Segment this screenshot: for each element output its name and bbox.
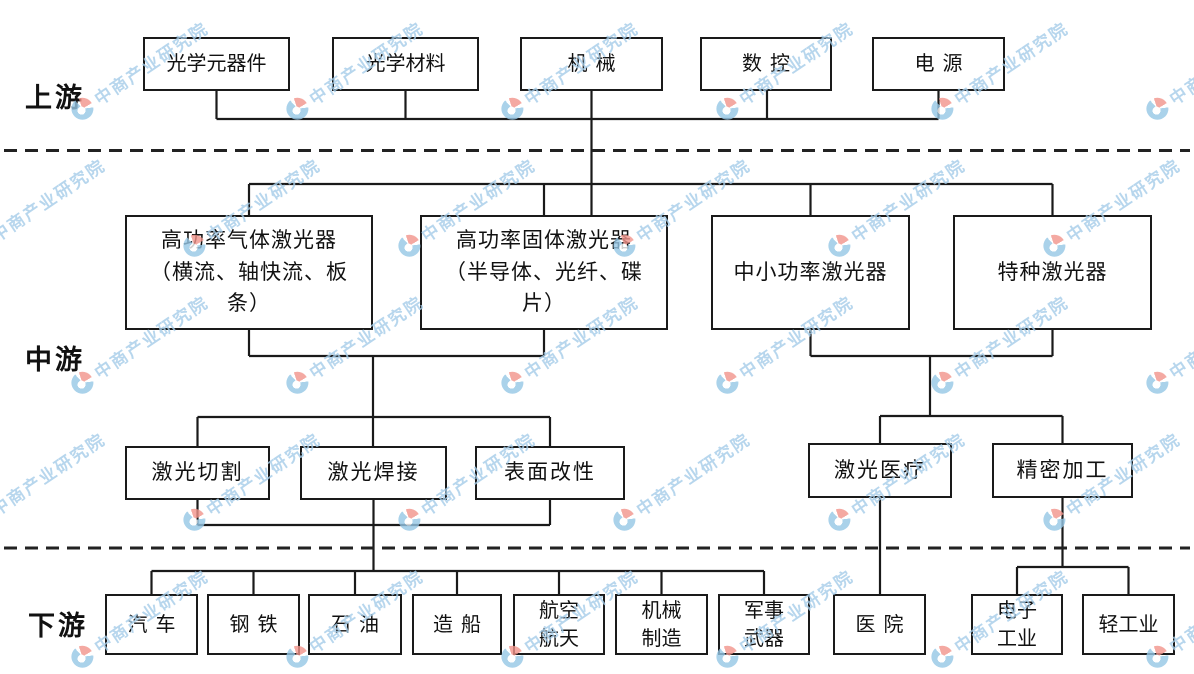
node-military-weapons: 军事 武器 (718, 594, 810, 655)
midstream-bus-lines (247, 182, 1054, 215)
node-machinery: 机械 (520, 37, 663, 91)
node-hospital: 医院 (833, 594, 926, 655)
node-automobile: 汽车 (105, 594, 198, 655)
node-light-industry: 轻工业 (1082, 594, 1175, 655)
node-high-power-gas-laser: 高功率气体激光器 （横流、轴快流、板 条） (125, 215, 373, 330)
node-petroleum: 石油 (308, 594, 402, 655)
node-power-supply: 电源 (872, 37, 1005, 91)
upstream-bus-lines (215, 91, 940, 215)
node-shipbuilding: 造船 (412, 594, 502, 655)
node-laser-welding: 激光焊接 (300, 446, 447, 500)
node-optical-components: 光学元器件 (143, 37, 290, 91)
stage-label-downstream: 下游 (28, 611, 88, 641)
right-app-bottom-lines (878, 498, 1130, 594)
stage-label-upstream: 上游 (25, 83, 85, 113)
node-laser-medical: 激光医疗 (808, 443, 952, 498)
left-laser-group-lines (196, 330, 552, 446)
stage-label-midstream: 中游 (25, 345, 85, 375)
node-cnc: 数控 (700, 37, 832, 91)
node-precision-machining: 精密加工 (992, 443, 1133, 498)
node-surface-modification: 表面改性 (475, 446, 625, 500)
node-steel: 钢铁 (207, 594, 300, 655)
node-aerospace: 航空 航天 (513, 594, 605, 655)
node-optical-materials: 光学材料 (332, 37, 479, 91)
node-mid-small-power-laser: 中小功率激光器 (711, 215, 910, 330)
right-laser-group-lines (809, 330, 1064, 443)
node-laser-cutting: 激光切割 (125, 446, 270, 500)
node-electronics-industry: 电子 工业 (971, 594, 1063, 655)
node-machinery-manufacturing: 机械 制造 (615, 594, 708, 655)
downstream-bus-lines (150, 569, 766, 594)
node-high-power-solid-laser: 高功率固体激光器 （半导体、光纤、碟 片） (420, 215, 668, 330)
left-app-bottom-lines (196, 500, 552, 571)
node-special-laser: 特种激光器 (953, 215, 1152, 330)
